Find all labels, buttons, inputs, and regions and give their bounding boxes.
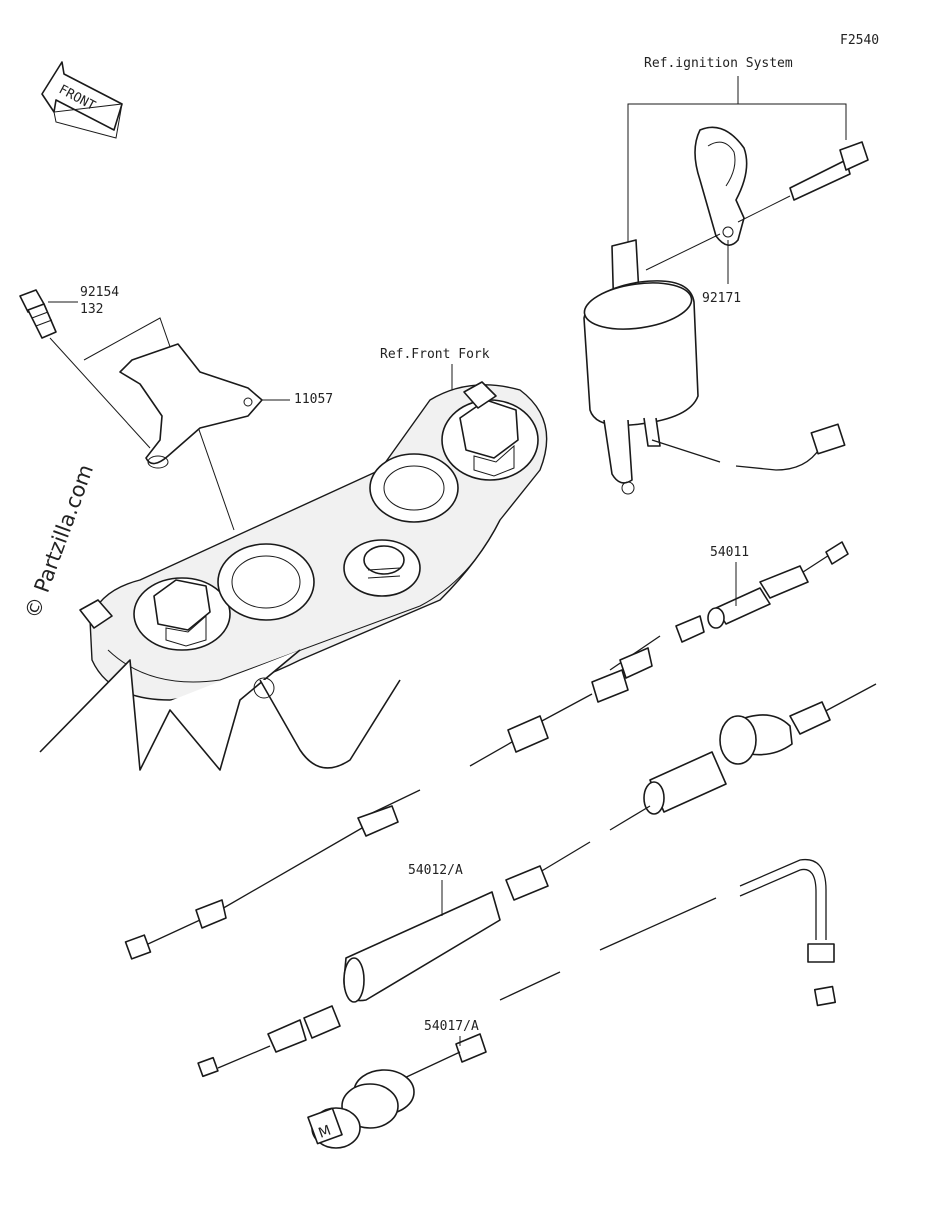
watermark: © Partzilla.com	[20, 461, 98, 621]
coil-wire	[651, 423, 846, 471]
bracket-11057	[119, 343, 263, 469]
choke-knob: M	[307, 1069, 415, 1149]
throttle-cable-callout: 54012/A	[408, 863, 463, 878]
front-arrow-icon: FRONT	[41, 61, 123, 139]
bolt-qty-callout: 132	[80, 302, 103, 317]
diagram-code: F2540	[840, 33, 879, 48]
clamp-callout: 92171	[702, 291, 741, 306]
ignition-coil	[583, 239, 699, 495]
clutch-cable-callout: 54011	[710, 545, 749, 560]
svg-text:M: M	[316, 1123, 333, 1142]
fork-bolt-right	[441, 399, 539, 481]
bolt-92154	[19, 289, 57, 339]
throttle-cable	[197, 683, 877, 1078]
ref-ignition-bracket	[627, 76, 847, 260]
small-bolt-right	[463, 381, 497, 409]
small-bolt-left	[79, 599, 113, 629]
steering-stem	[217, 453, 459, 621]
bracket-callout: 11057	[294, 392, 333, 407]
clamp-part	[694, 126, 748, 246]
fork-bolt-left	[133, 577, 231, 651]
ref-front-fork-label: Ref.Front Fork	[380, 347, 490, 362]
choke-cable-callout: 54017/A	[424, 1019, 479, 1034]
clutch-cable	[124, 541, 849, 960]
ref-ignition-label: Ref.ignition System	[644, 56, 793, 71]
clamp-bolt	[645, 141, 869, 271]
bolt-92154-callout: 92154	[80, 285, 119, 300]
choke-cable: M	[307, 858, 837, 1149]
